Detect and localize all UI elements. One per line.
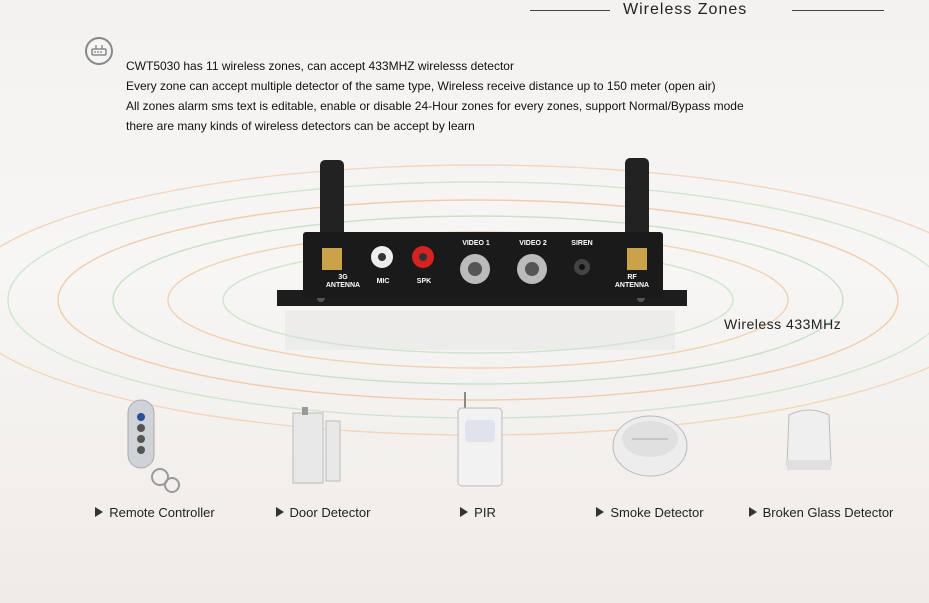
port-label-siren: SIREN bbox=[571, 240, 593, 247]
product-label: Smoke Detector bbox=[610, 505, 704, 520]
description-line: there are many kinds of wireless detecto… bbox=[126, 119, 475, 133]
remote-controller-icon bbox=[120, 395, 190, 500]
product-label: Door Detector bbox=[289, 505, 371, 520]
header-rule-right bbox=[792, 10, 884, 11]
description-line: CWT5030 has 11 wireless zones, can accep… bbox=[126, 59, 514, 73]
triangle-bullet-icon bbox=[275, 507, 284, 517]
section-title: Wireless Zones bbox=[623, 1, 748, 18]
port-label-video2: VIDEO 2 bbox=[519, 240, 547, 247]
port-label-spk: SPK bbox=[416, 278, 432, 285]
port-label-mic: MIC bbox=[376, 278, 390, 285]
triangle-bullet-icon bbox=[460, 507, 469, 517]
pir-sensor-icon bbox=[453, 390, 513, 495]
triangle-bullet-icon bbox=[596, 507, 605, 517]
port-label-video1: VIDEO 1 bbox=[462, 240, 490, 247]
router-icon bbox=[85, 37, 113, 65]
glass-break-detector-icon bbox=[779, 405, 839, 480]
triangle-bullet-icon bbox=[748, 507, 757, 517]
product-label: Broken Glass Detector bbox=[762, 505, 894, 520]
smoke-detector-icon bbox=[610, 411, 690, 486]
wireless-frequency-label: Wireless 433MHz bbox=[724, 316, 842, 332]
description-block: CWT5030 has 11 wireless zones, can accep… bbox=[126, 56, 744, 136]
description-line: Every zone can accept multiple detector … bbox=[126, 79, 716, 93]
section-header: Wireless Zones bbox=[530, 0, 884, 22]
description-line: All zones alarm sms text is editable, en… bbox=[126, 99, 744, 113]
product-label: Remote Controller bbox=[109, 505, 215, 520]
triangle-bullet-icon bbox=[95, 507, 104, 517]
door-detector-icon bbox=[288, 403, 348, 493]
product-label: PIR bbox=[474, 505, 496, 520]
header-rule-left bbox=[530, 10, 610, 11]
